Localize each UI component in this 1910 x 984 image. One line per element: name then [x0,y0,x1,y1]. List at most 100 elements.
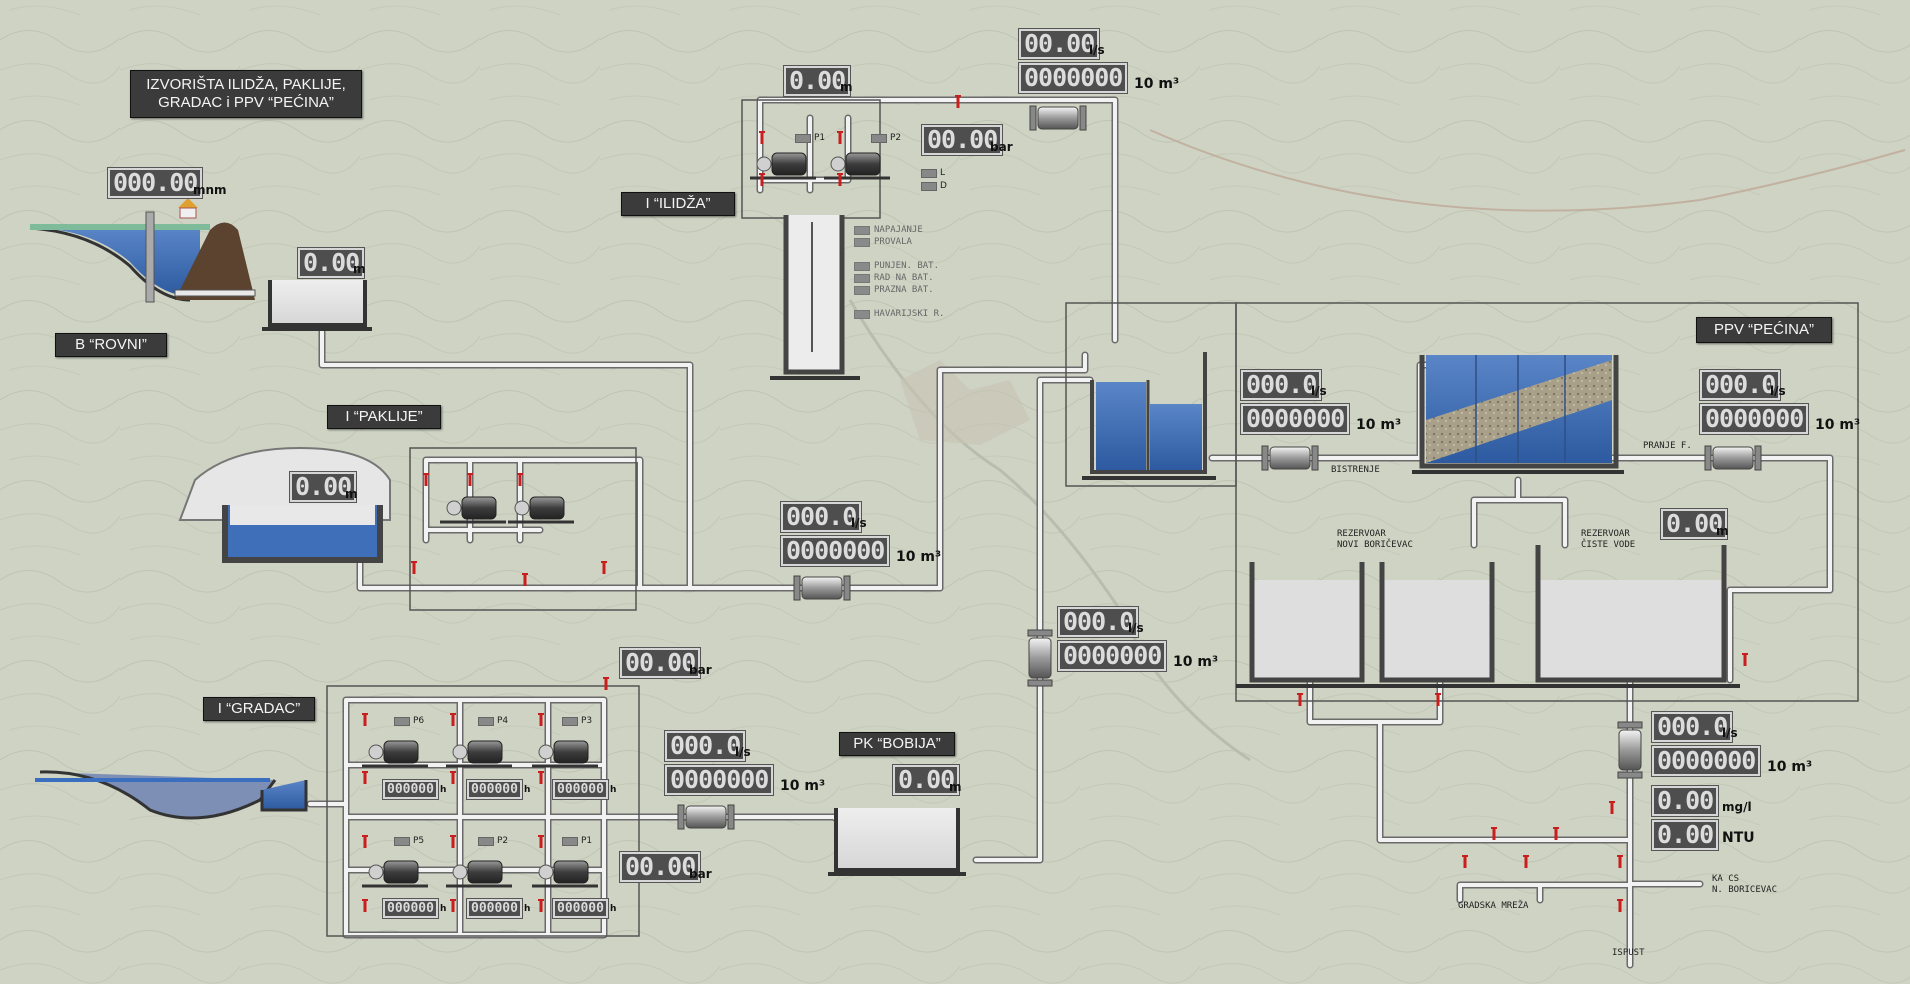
valve-icon[interactable] [603,677,609,690]
gradac-pressure-top-display[interactable]: 00.00 [618,647,702,679]
valve-icon[interactable] [1617,899,1623,912]
pecina-wash-flow-display[interactable]: 000.0 [1698,369,1782,401]
ilidza-flow-display[interactable]: 00.00 [1017,28,1101,60]
valve-icon[interactable] [450,899,456,912]
valve-icon[interactable] [450,713,456,726]
valve-icon[interactable] [955,95,961,108]
valve-icon[interactable] [362,899,368,912]
pump-hours-p4[interactable]: 000000 [466,779,523,800]
valve-icon[interactable] [538,713,544,726]
out-flow-unit: l/s [1722,726,1738,740]
pump-motor-icon[interactable] [508,496,574,524]
valve-icon[interactable] [450,835,456,848]
pecina-wash-total-display[interactable]: 0000000 [1698,403,1810,435]
valve-icon[interactable] [517,473,523,486]
main-flow-display[interactable]: 000.0 [1056,606,1140,638]
pump-label: P1 [581,836,593,846]
status-label: RAD NA BAT. [874,273,934,283]
valve-icon[interactable] [450,771,456,784]
valve-icon[interactable] [837,131,843,144]
ilidza-total-display[interactable]: 0000000 [1017,62,1129,94]
valve-icon[interactable] [759,173,765,186]
pump-hours-p6[interactable]: 000000 [382,779,439,800]
pecina-in-flow-display[interactable]: 000.0 [1239,369,1323,401]
valve-icon[interactable] [362,713,368,726]
pump-motor-icon[interactable] [446,860,512,888]
pump-motor-icon[interactable] [446,740,512,768]
pump-hours-p2[interactable]: 000000 [466,898,523,919]
pump-hours-p1[interactable]: 000000 [552,898,609,919]
valve-icon[interactable] [1609,801,1615,814]
pump-hours-p3[interactable]: 000000 [552,779,609,800]
pump-label: P1 [814,133,826,143]
valve-icon[interactable] [538,835,544,848]
pump-motor-icon[interactable] [440,496,506,524]
gradac-pressure-top-unit: bar [689,663,712,677]
status-label: PROVALA [874,237,912,247]
valve-icon[interactable] [1435,693,1441,706]
valve-icon[interactable] [411,561,417,574]
ilidza-mode-d[interactable]: D [921,181,947,191]
ilidza-pressure-unit: bar [990,140,1013,154]
valve-icon[interactable] [362,771,368,784]
mode-led [921,168,937,178]
turbidity-display[interactable]: 0.00 [1650,819,1720,851]
paklije-total-display[interactable]: 0000000 [779,535,891,567]
chlorine-display[interactable]: 0.00 [1650,785,1720,817]
valve-icon[interactable] [467,473,473,486]
main-title: IZVORIŠTA ILIDŽA, PAKLIJE, GRADAC i PPV … [130,70,362,118]
pump-motor-icon[interactable] [362,740,428,768]
bobija-level-unit: m [949,780,962,794]
valve-icon[interactable] [538,771,544,784]
valve-icon[interactable] [1553,827,1559,840]
valve-icon[interactable] [1742,653,1748,666]
out-flow-display[interactable]: 000.0 [1650,711,1734,743]
valve-icon[interactable] [423,473,429,486]
ilidza-mode-l[interactable]: L [921,168,945,178]
valve-icon[interactable] [1617,855,1623,868]
pump-status-led [394,836,410,846]
out-total-display[interactable]: 0000000 [1650,745,1762,777]
rovni-level-display[interactable]: 000.00 [106,167,204,199]
pecina-in-flow-unit: l/s [1311,384,1327,398]
status-led [854,285,870,295]
valves [362,95,1748,912]
status-rad-na-bat: RAD NA BAT. [854,273,934,283]
valve-icon[interactable] [1523,855,1529,868]
rovni-title: B “ROVNI” [55,333,167,357]
paklije-title: I “PAKLIJE” [327,405,441,429]
valve-icon[interactable] [362,835,368,848]
valve-icon[interactable] [538,899,544,912]
pump-motor-icon[interactable] [824,152,890,180]
valve-icon[interactable] [759,131,765,144]
pump-label: P6 [413,716,425,726]
rovni-tank-display[interactable]: 0.00 [296,247,366,279]
valve-icon[interactable] [837,173,843,186]
pump-motor-icon[interactable] [532,740,598,768]
paklije-flow-display[interactable]: 000.0 [779,501,863,533]
valve-icon[interactable] [522,573,528,586]
valve-icon[interactable] [601,561,607,574]
clean-level-display[interactable]: 0.00 [1659,508,1729,540]
gradac-total-display[interactable]: 0000000 [663,764,775,796]
valve-icon[interactable] [1491,827,1497,840]
pecina-in-total-display[interactable]: 0000000 [1239,403,1351,435]
gradac-flow-unit: l/s [735,745,751,759]
gradac-total-unit: 10 m³ [780,778,826,794]
ilidza-pressure-display[interactable]: 00.00 [920,124,1004,156]
pump-label: P2 [890,133,902,143]
status-led [854,273,870,283]
valve-icon[interactable] [1297,693,1303,706]
paklije-level-display[interactable]: 0.00 [288,471,358,503]
ilidza-level-display[interactable]: 0.00 [782,65,852,97]
pump-hours-p5[interactable]: 000000 [382,898,439,919]
flow-meter-icon [1029,105,1087,131]
bobija-level-display[interactable]: 0.00 [891,764,961,796]
main-total-display[interactable]: 0000000 [1056,640,1168,672]
valve-icon[interactable] [1462,855,1468,868]
gradac-flow-display[interactable]: 000.0 [663,730,747,762]
pump-motor-icon[interactable] [362,860,428,888]
mode-label: L [940,168,946,178]
pump-motor-icon[interactable] [532,860,598,888]
gradac-pressure-bot-display[interactable]: 00.00 [618,851,702,883]
